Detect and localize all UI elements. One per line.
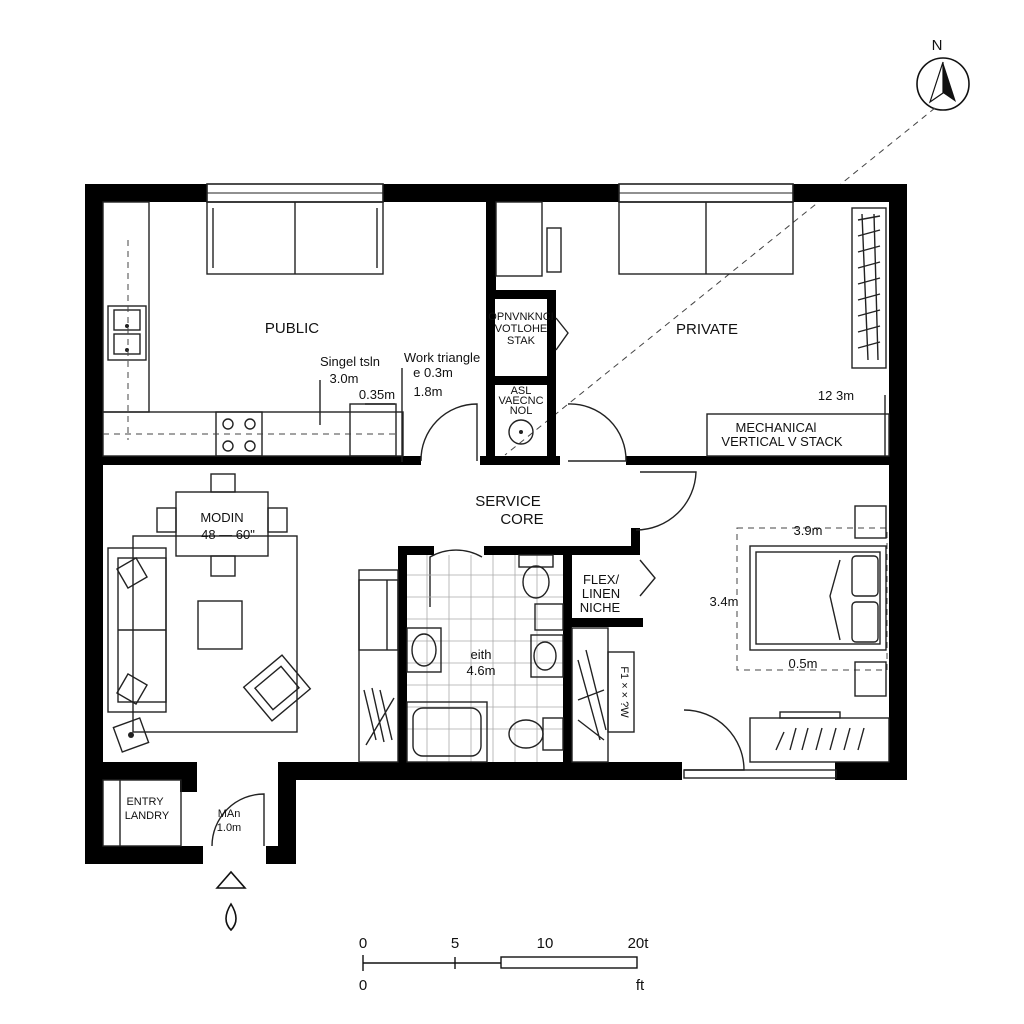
diagonal-reference-line xyxy=(504,107,936,456)
main-door-line2: 1.0m xyxy=(217,822,241,834)
side-table-icon xyxy=(112,717,150,753)
bed-icon xyxy=(749,545,887,651)
dining-line1: MODIN xyxy=(200,510,243,525)
scale-bar: 0 5 10 20t 0 ft xyxy=(359,935,649,994)
door-private-icon xyxy=(567,403,627,462)
single-line-label: Singel tsln xyxy=(320,354,380,369)
core-upper-line3: STAK xyxy=(507,335,536,347)
entry-arrow-icon xyxy=(215,870,247,889)
service-core-line2: CORE xyxy=(500,511,543,528)
counter-dim: 0.35m xyxy=(359,387,395,402)
door-core-icon xyxy=(555,317,569,351)
lavatory-icon xyxy=(508,419,534,445)
bath-line1: eith xyxy=(471,647,492,662)
north-arrow: N xyxy=(916,37,970,111)
work-triangle-dim2: 1.8m xyxy=(414,384,443,399)
bath-room xyxy=(406,554,564,763)
door-bedroom-icon xyxy=(635,471,697,531)
scale-tick-5: 5 xyxy=(451,935,459,952)
core-lower-sink: ASL VAECNC NOL xyxy=(498,385,544,445)
door-bath-icon xyxy=(429,549,483,607)
bathtub-icon xyxy=(406,701,488,763)
living-rug xyxy=(132,535,298,733)
entry-line2: LANDRY xyxy=(125,810,170,822)
dresser-icon xyxy=(749,717,890,763)
entry-line1: ENTRY xyxy=(126,796,164,808)
flex-line1: FLEX/ xyxy=(583,572,620,587)
kitchen-sink-icon xyxy=(107,305,147,361)
bed-clearance-zone xyxy=(736,527,888,671)
wardrobe-icon xyxy=(851,207,887,369)
armchair-icon xyxy=(242,654,312,722)
bath-sink-icon xyxy=(406,627,442,673)
north-arrow-icon xyxy=(943,62,956,102)
core-upper-line2: VOTLOHE xyxy=(495,323,548,335)
core-upper-stack: OPNVNKNCI VOTLOHE STAK xyxy=(488,311,553,347)
door-closet-icon xyxy=(683,709,745,771)
private-dim: 12 3m xyxy=(818,388,854,403)
private-furniture xyxy=(495,201,890,457)
toilet2-icon xyxy=(508,719,544,749)
single-line-dim: 3.0m xyxy=(330,371,359,386)
dining-line2: 48 — 60" xyxy=(201,527,255,542)
bath-sink2-icon xyxy=(530,634,564,678)
core-lower-line2: VAECNC xyxy=(498,395,543,407)
flex-line3: NICHE xyxy=(580,600,621,615)
service-core-line1: SERVICE xyxy=(475,493,541,510)
coffee-table-icon xyxy=(197,600,243,650)
north-label: N xyxy=(932,37,943,54)
toilet-icon xyxy=(522,565,550,599)
exterior-walls xyxy=(85,184,907,864)
closet-shelf xyxy=(607,651,635,733)
door-main-icon xyxy=(211,793,265,847)
entry-drop-icon xyxy=(225,902,237,932)
main-door-line1: MAn xyxy=(218,808,241,820)
scale-tick-10: 10 xyxy=(537,935,554,952)
interior-walls xyxy=(85,202,907,792)
entry-marker xyxy=(215,870,247,932)
nightstand2-icon xyxy=(854,661,887,697)
scale-tick-0: 0 xyxy=(359,935,367,952)
scale-bottom-0: 0 xyxy=(359,977,367,994)
flex-line2: LINEN xyxy=(582,586,620,601)
bedroom-clearance-dim: 0.5m xyxy=(789,656,818,671)
work-triangle-dim1: e 0.3m xyxy=(413,365,453,380)
core-upper-line1: OPNVNKNCI xyxy=(488,311,553,323)
work-triangle-label: Work triangle xyxy=(404,350,480,365)
window-left xyxy=(206,183,384,275)
scale-tick-20: 20t xyxy=(628,935,650,952)
scale-unit: ft xyxy=(636,977,645,994)
entry-laundry xyxy=(102,779,182,847)
mechanical-line1: MECHANICAl xyxy=(736,420,817,435)
doors xyxy=(211,317,745,847)
bedroom-furniture xyxy=(683,505,890,779)
zone-public-label: PUBLIC xyxy=(265,320,319,337)
bedroom-height-dim: 3.4m xyxy=(710,594,739,609)
window-right xyxy=(618,183,794,275)
door-flex-icon xyxy=(639,559,656,597)
bedroom-width-dim: 3.9m xyxy=(794,523,823,538)
living-dining-furniture xyxy=(107,473,312,753)
storage-closet xyxy=(358,569,399,763)
door-kitchen-icon xyxy=(420,403,478,462)
mechanical-stack-box xyxy=(706,413,890,457)
closet-text: F1 × × ?W xyxy=(618,666,630,718)
mechanical-line2: VERTICAL V STACK xyxy=(721,434,842,449)
core-lower-line3: NOL xyxy=(510,405,533,417)
flex-closet: F1 × × ?W xyxy=(571,627,635,763)
nightstand-icon xyxy=(854,505,887,539)
bath-line2: 4.6m xyxy=(467,663,496,678)
kitchen-counter xyxy=(102,201,404,462)
core-lower-line1: ASL xyxy=(511,385,532,397)
zone-private-label: PRIVATE xyxy=(676,321,738,338)
